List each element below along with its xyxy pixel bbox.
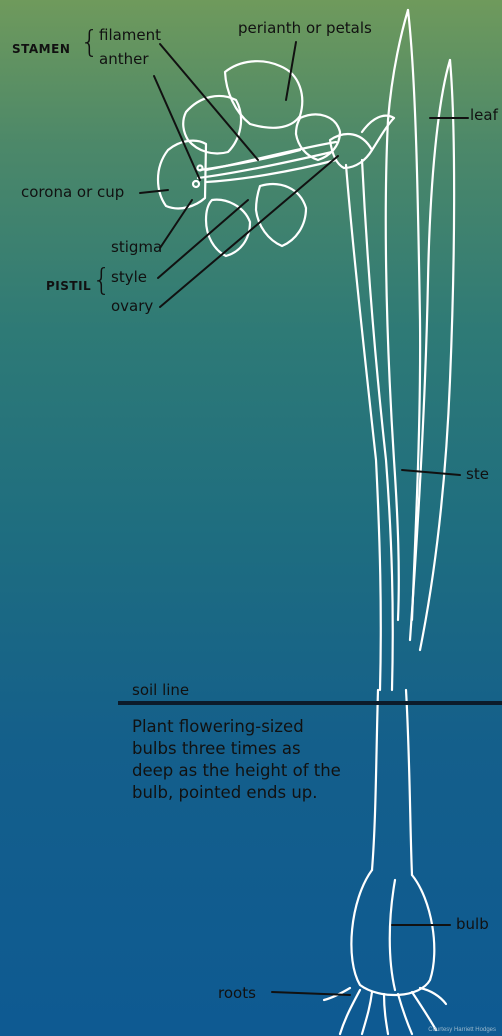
corona-label: corona or cup	[21, 185, 124, 200]
stigma-leader	[160, 200, 192, 248]
soil-line-label: soil line	[132, 683, 189, 698]
style-label: style	[111, 270, 147, 285]
root	[340, 990, 360, 1034]
filament-leader	[160, 44, 258, 160]
stem-outline-left	[346, 165, 381, 690]
stamen-group-label: STAMEN	[12, 42, 70, 56]
pistil-group-label: PISTIL	[46, 279, 91, 293]
petal-bottom-left	[206, 200, 250, 256]
anther-tip	[198, 166, 203, 171]
ovary-outline	[330, 134, 372, 168]
style-leader	[158, 200, 248, 278]
spathe-outline	[362, 116, 394, 150]
root	[384, 994, 388, 1034]
image-credit: Courtesy Harriett Hodges	[428, 1027, 496, 1033]
root	[412, 992, 436, 1030]
corona-outline	[158, 141, 206, 209]
ovary-label: ovary	[111, 299, 153, 314]
stigma-label: stigma	[111, 240, 162, 255]
stamen-brace: {	[80, 28, 99, 58]
corona-leader	[140, 190, 168, 193]
ovary-leader	[160, 156, 338, 307]
roots-label: roots	[218, 986, 256, 1001]
neck-outline-left	[372, 690, 378, 870]
filament-label: filament	[99, 28, 161, 43]
perianth-label: perianth or petals	[238, 21, 372, 36]
planting-note: Plant flowering-sized bulbs three times …	[132, 716, 342, 804]
bulb-scale	[390, 880, 395, 990]
stem-label: ste	[466, 467, 489, 482]
petal-bottom-right	[256, 184, 306, 246]
neck-outline-right	[406, 690, 412, 875]
root	[420, 988, 446, 1004]
bulb-label: bulb	[456, 917, 489, 932]
root	[398, 994, 412, 1034]
daffodil-illustration	[158, 10, 454, 1034]
leaf-label: leaf	[470, 108, 498, 123]
stem-leader	[402, 470, 460, 475]
pistil-brace: {	[92, 266, 111, 296]
stigma-tip	[193, 181, 199, 187]
root	[362, 992, 372, 1034]
floral-tube-bottom	[206, 160, 336, 182]
anther-label: anther	[99, 52, 148, 67]
stem-outline-right	[362, 160, 393, 690]
